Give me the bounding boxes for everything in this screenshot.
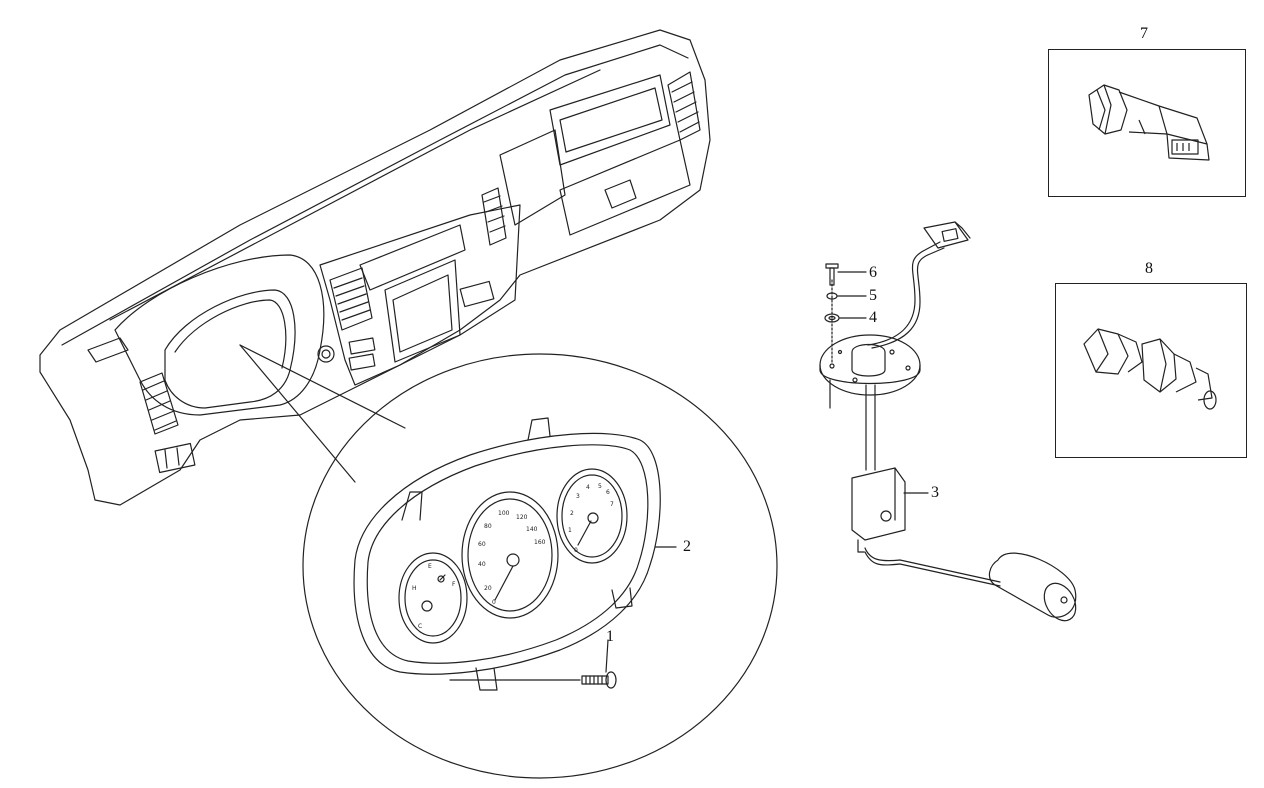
tacho-tick-5: 5 (598, 483, 602, 490)
tacho-tick-3: 3 (576, 493, 580, 500)
callout-4: 4 (869, 309, 877, 326)
speedo-tick-40: 40 (478, 561, 486, 568)
tacho-tick-6: 6 (606, 489, 610, 496)
tacho-tick-1: 1 (568, 527, 572, 534)
tacho-tick-4: 4 (586, 484, 590, 491)
fuel-sender-unit (819, 221, 1077, 622)
speedo-tick-100: 100 (498, 510, 510, 517)
tacho-tick-7: 7 (610, 501, 614, 508)
speedo-tick-160: 160 (534, 539, 546, 546)
temp-mark-h: H (412, 585, 417, 592)
callout-1: 1 (606, 628, 614, 645)
fuel-mark-f: F (452, 581, 456, 588)
tacho-tick-2: 2 (570, 510, 574, 517)
callout-8: 8 (1145, 260, 1153, 277)
detail-ellipse (302, 353, 778, 779)
instrument-cluster (353, 417, 677, 691)
callout-3: 3 (931, 484, 939, 501)
pressure-switch-drawing (1083, 328, 1217, 410)
detail-box-7 (1048, 49, 1246, 197)
speedo-tick-20: 20 (484, 585, 492, 592)
detail-box-8 (1055, 283, 1247, 458)
speedo-tick-60: 60 (478, 541, 486, 548)
callout-2: 2 (683, 538, 691, 555)
speedo-tick-120: 120 (516, 514, 528, 521)
tacho-tick-0: 0 (574, 547, 578, 554)
fastener-stack (824, 263, 867, 365)
speedo-tick-80: 80 (484, 523, 492, 530)
speed-sensor-drawing (1088, 84, 1210, 161)
speedo-tick-0: 0 (492, 599, 496, 606)
temp-mark-c: C (418, 623, 422, 630)
speedo-tick-140: 140 (526, 526, 538, 533)
callout-6: 6 (869, 264, 877, 281)
dashboard-panel (39, 29, 711, 506)
callout-5: 5 (869, 287, 877, 304)
fuel-mark-e: E (428, 563, 432, 570)
callout-7: 7 (1140, 25, 1148, 42)
